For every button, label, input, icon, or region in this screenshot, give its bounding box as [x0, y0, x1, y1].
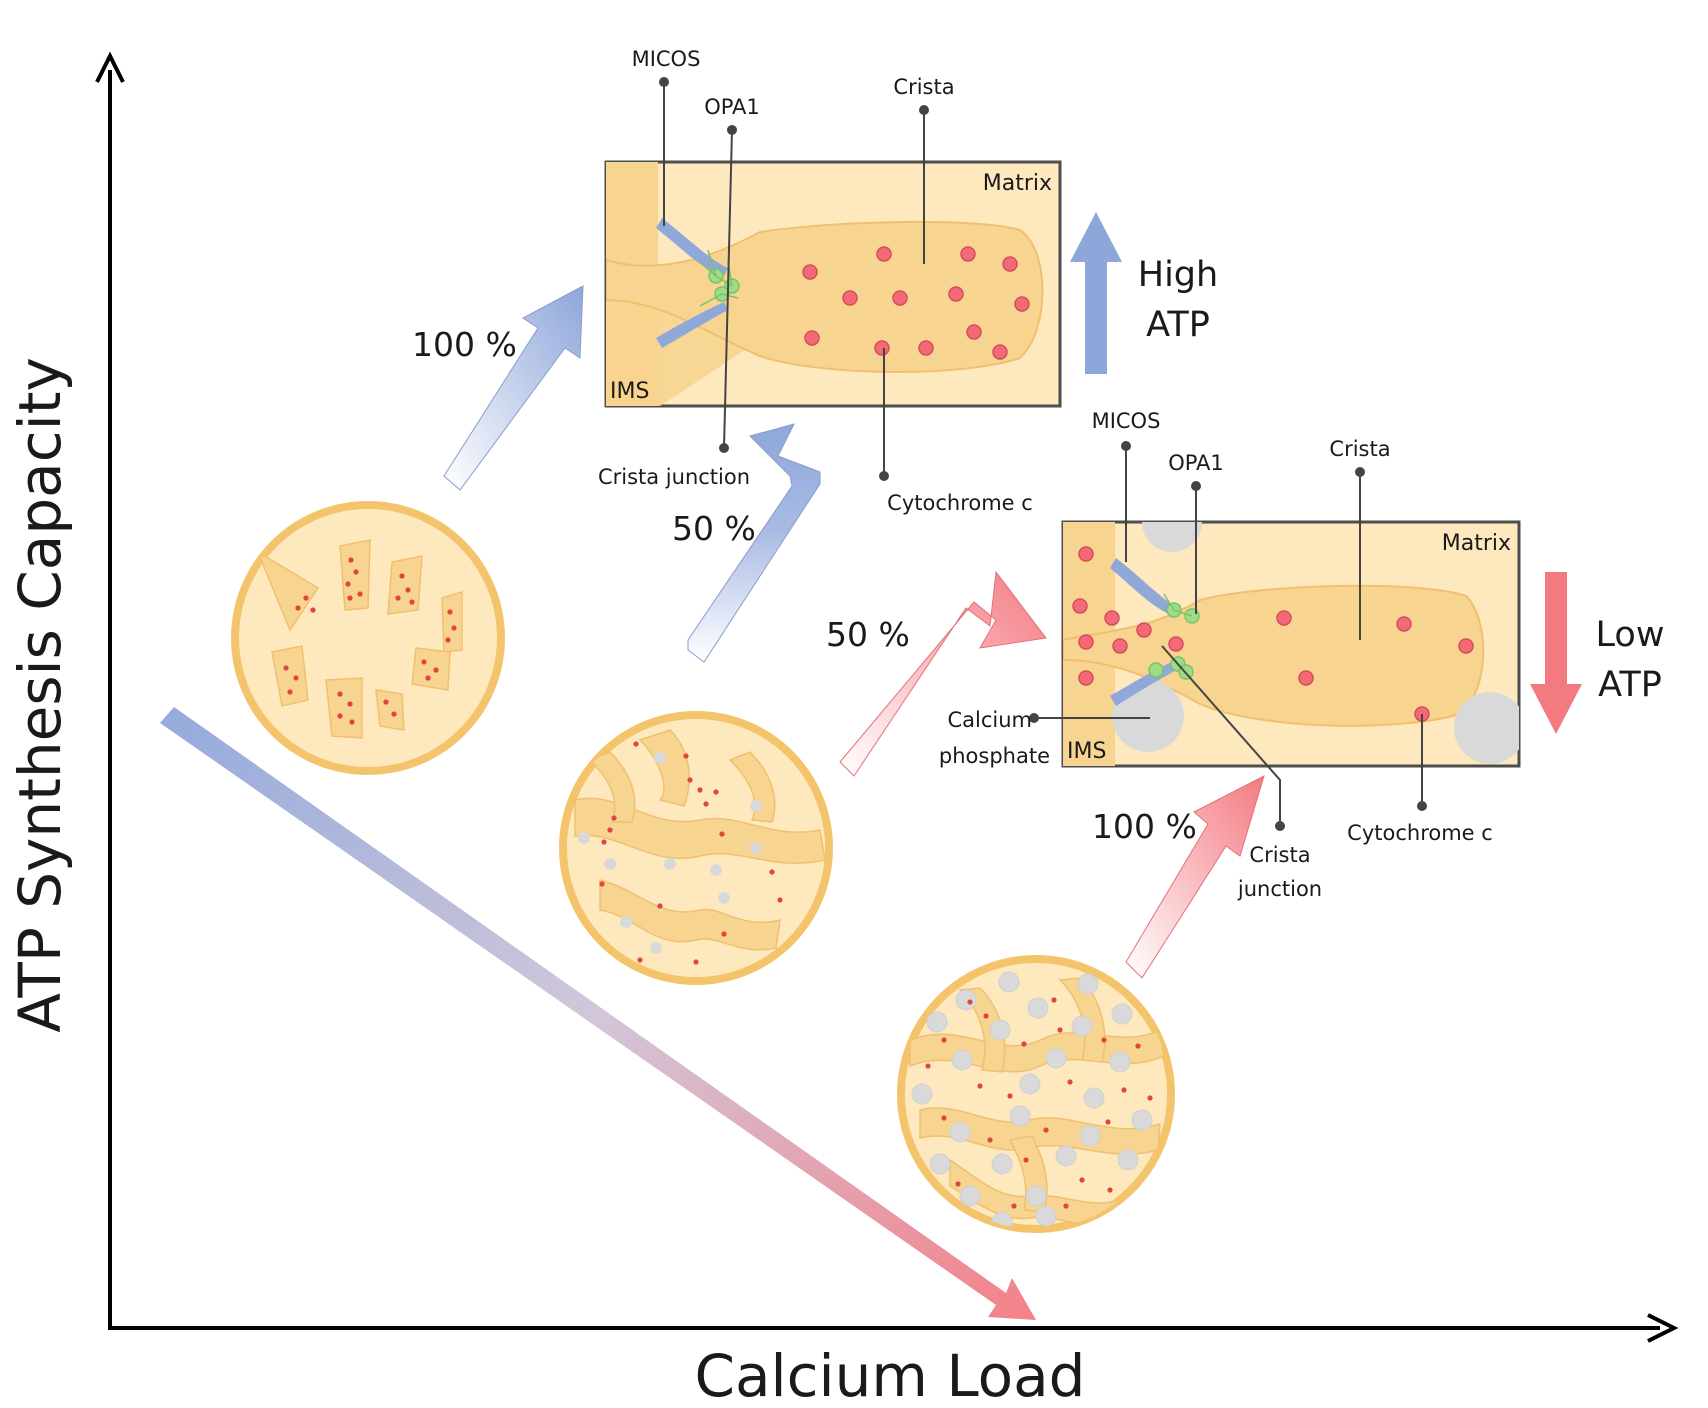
percent-intermediate-to-low: 50 % [826, 615, 910, 654]
top-crista-label: Crista [893, 75, 954, 99]
top-cytochrome-c-label: Cytochrome c [887, 491, 1033, 515]
bottom-ims-label: IMS [1067, 739, 1106, 764]
top-crista-panel: Matrix IMS MICOS OPA1 Crista Crista junc… [598, 47, 1062, 515]
percent-healthy-to-high: 100 % [412, 325, 517, 364]
bottom-matrix-label: Matrix [1442, 531, 1511, 556]
y-axis-title: ATP Synthesis Capacity [6, 357, 74, 1033]
bottom-crista-junction-line1: Crista [1249, 843, 1310, 867]
bottom-crista-panel: Matrix IMS MICOS OPA1 Crista Calcium pho… [939, 409, 1521, 901]
top-matrix-label: Matrix [983, 171, 1052, 196]
high-atp-line2: ATP [1146, 305, 1210, 345]
calcium-phosphate-line1: Calcium [947, 708, 1032, 732]
percent-overloaded-to-low: 100 % [1092, 807, 1197, 846]
bottom-crista-junction-line2: junction [1237, 877, 1322, 901]
bottom-opa1-label: OPA1 [1168, 451, 1224, 475]
top-opa1-label: OPA1 [704, 95, 760, 119]
low-atp-line1: Low [1596, 615, 1665, 655]
percent-intermediate-to-high: 50 % [672, 509, 756, 548]
bottom-micos-label: MICOS [1092, 409, 1161, 433]
x-axis-title: Calcium Load [695, 1342, 1086, 1408]
y-axis-arrowhead [95, 51, 125, 83]
axes: ATP Synthesis Capacity Calcium Load [6, 51, 1679, 1408]
healthy-mitochondrion [231, 501, 505, 775]
diagonal-trend-arrow [160, 707, 1036, 1320]
high-atp-indicator: High ATP [1070, 212, 1218, 374]
bottom-cytochrome-c-label: Cytochrome c [1347, 821, 1493, 845]
top-crista-junction-label: Crista junction [598, 465, 750, 489]
arrow-healthy-to-high [443, 285, 584, 491]
overloaded-mitochondrion [897, 955, 1175, 1233]
high-atp-line1: High [1138, 255, 1218, 295]
top-micos-label: MICOS [632, 47, 701, 71]
arrow-intermediate-to-low [839, 570, 1047, 777]
intermediate-mitochondrion [559, 711, 833, 985]
arrow-intermediate-to-high [687, 423, 821, 663]
bottom-crista-label: Crista [1329, 437, 1390, 461]
top-ims-label: IMS [610, 379, 649, 404]
arrow-overloaded-to-low [1125, 775, 1265, 979]
low-atp-indicator: Low ATP [1530, 572, 1664, 734]
low-atp-line2: ATP [1598, 665, 1662, 705]
calcium-phosphate-line2: phosphate [939, 744, 1050, 768]
x-axis-arrowhead [1647, 1313, 1679, 1343]
